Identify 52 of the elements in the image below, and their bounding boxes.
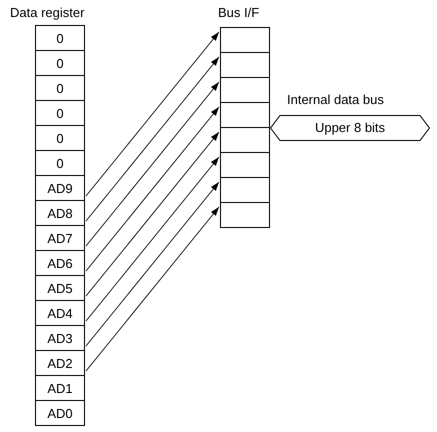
register-cell xyxy=(35,275,85,301)
column-heading: Bus I/F xyxy=(218,5,260,20)
bit-label: 0 xyxy=(56,80,64,96)
arrow xyxy=(86,132,220,296)
bit-label: AD0 xyxy=(47,406,73,420)
register-cell xyxy=(35,200,85,226)
column-heading: Data register xyxy=(10,5,84,20)
register-cell xyxy=(35,250,85,276)
interface-cell xyxy=(220,52,270,78)
interface-cell xyxy=(220,152,270,178)
interface-cell xyxy=(220,27,270,53)
register-cell xyxy=(35,325,85,351)
bit-label: AD2 xyxy=(47,356,73,370)
register-cell xyxy=(35,100,85,126)
register-cell xyxy=(35,25,85,51)
register-cell xyxy=(35,50,85,76)
bit-label: AD5 xyxy=(47,280,73,296)
bit-label: AD9 xyxy=(47,180,73,196)
bit-label: AD8 xyxy=(47,206,73,220)
bit-label: AD3 xyxy=(47,330,73,346)
interface-cell xyxy=(220,127,270,153)
bus-label: Upper 8 bits xyxy=(314,120,386,135)
arrow xyxy=(86,32,220,196)
register-cell xyxy=(35,175,85,201)
register-cell xyxy=(35,300,85,326)
register-cell xyxy=(35,225,85,251)
bit-label: AD7 xyxy=(47,230,73,246)
bit-label: 0 xyxy=(56,56,64,70)
bit-label: AD1 xyxy=(47,380,73,396)
register-cell xyxy=(35,400,85,426)
arrow xyxy=(86,82,220,246)
bit-label: 0 xyxy=(56,106,64,120)
bit-label: 0 xyxy=(56,156,64,170)
register-cell xyxy=(35,125,85,151)
bit-label: 0 xyxy=(56,30,64,46)
register-cell xyxy=(35,150,85,176)
bit-label: AD6 xyxy=(47,256,73,270)
arrow xyxy=(86,106,220,272)
arrow xyxy=(86,56,220,222)
interface-cell xyxy=(220,202,270,228)
register-cell xyxy=(35,375,85,401)
arrow xyxy=(86,156,220,322)
interface-cell xyxy=(220,77,270,103)
register-cell xyxy=(35,350,85,376)
arrow xyxy=(86,182,220,346)
arrow xyxy=(86,206,220,372)
bit-label: AD4 xyxy=(47,306,73,320)
bus-caption: Internal data bus xyxy=(287,92,384,107)
interface-cell xyxy=(220,177,270,203)
register-cell xyxy=(35,75,85,101)
bit-label: 0 xyxy=(56,130,64,146)
interface-cell xyxy=(220,102,270,128)
